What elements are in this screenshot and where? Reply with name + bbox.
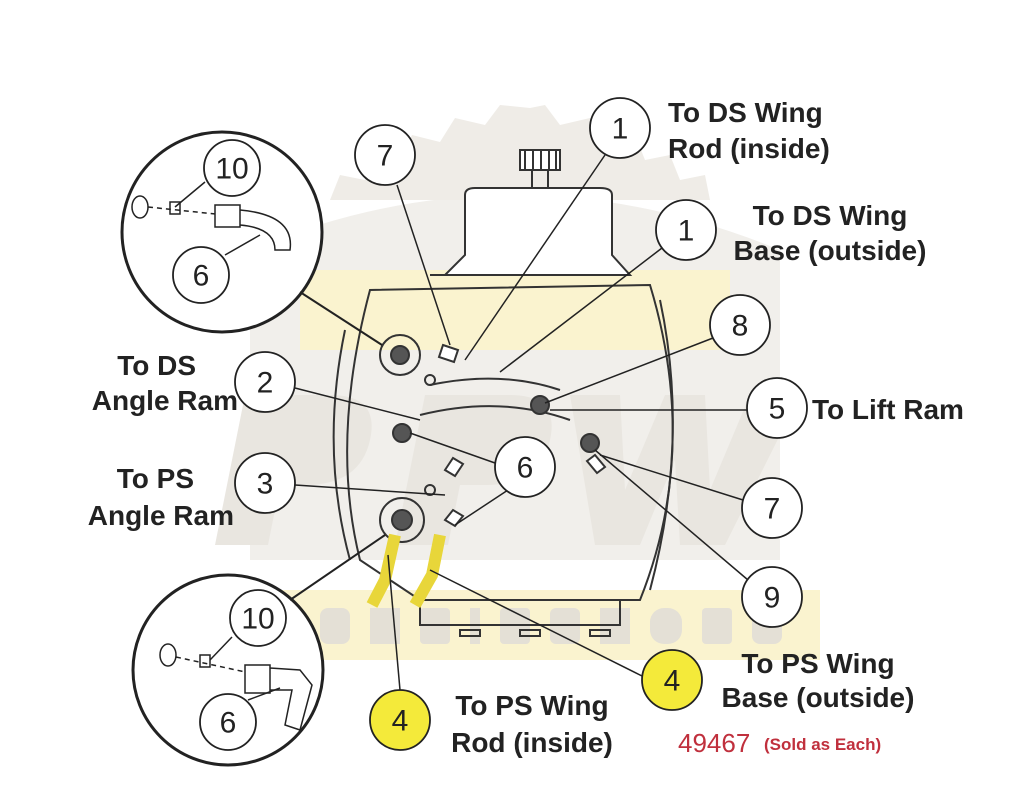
callout-3: 3 [234,452,296,514]
callout-4: 4 [641,649,703,711]
label-ds-angle-ram-2: Angle Ram [92,385,238,416]
callout-number: 6 [220,707,237,740]
callout-number: 7 [377,140,394,173]
label-ps-angle-ram-1: To PS [117,463,194,494]
callout-10: 10 [229,589,287,647]
callout-number: 1 [612,113,629,146]
callout-5: 5 [746,377,808,439]
callout-circle [203,139,261,197]
callout-circle [746,377,808,439]
callout-number: 8 [732,310,749,343]
label-ps-angle-ram-2: Angle Ram [88,500,234,531]
label-ds-wing-base-1: To DS Wing [753,200,908,231]
callout-number: 10 [215,153,248,186]
callout-circle [741,477,803,539]
yellow-hoses [366,533,446,608]
callout-4: 4 [369,689,431,751]
callout-6: 6 [172,246,230,304]
callout-number: 3 [257,468,274,501]
callout-circle [709,294,771,356]
callout-circle [494,436,556,498]
callout-circle [641,649,703,711]
callout-2: 2 [234,351,296,413]
callout-number: 10 [241,603,274,636]
callout-circle [369,689,431,751]
label-lift-ram: To Lift Ram [812,394,964,425]
callout-9: 9 [741,566,803,628]
callout-number: 2 [257,367,274,400]
label-ps-wing-base-1: To PS Wing [741,648,894,679]
callout-circle [172,246,230,304]
callout-circle [199,693,257,751]
callout-number: 1 [678,215,695,248]
leader-lines [174,154,749,701]
callout-7: 7 [741,477,803,539]
callout-circle [741,566,803,628]
callout-circle [655,199,717,261]
callout-number: 9 [764,582,781,615]
callout-number: 5 [769,393,786,426]
label-ds-angle-ram-1: To DS [117,350,196,381]
callout-10: 10 [203,139,261,197]
label-ds-wing-base-2: Base (outside) [734,235,927,266]
label-ps-wing-rod-2: Rod (inside) [451,727,613,758]
part-number: 49467 [678,728,750,758]
callout-6: 6 [494,436,556,498]
callout-7: 7 [354,124,416,186]
callout-circle [234,351,296,413]
callout-circle [229,589,287,647]
callouts: 7 1 1 10 6 8 2 5 6 3 7 9 10 6 4 4 [172,97,808,751]
labels: To DS Wing Rod (inside) To DS Wing Base … [88,97,964,758]
callout-number: 6 [193,260,210,293]
callout-6: 6 [199,693,257,751]
pump-body [332,149,674,637]
callout-number: 4 [392,705,409,738]
callout-1: 1 [589,97,651,159]
callout-circle [589,97,651,159]
callout-circle [234,452,296,514]
callout-number: 4 [664,665,681,698]
callout-circle [354,124,416,186]
callout-number: 6 [517,452,534,485]
callout-8: 8 [709,294,771,356]
label-ds-wing-rod-1: To DS Wing [668,97,823,128]
callout-number: 7 [764,493,781,526]
label-ds-wing-rod-2: Rod (inside) [668,133,830,164]
callout-1: 1 [655,199,717,261]
inset-top [120,130,383,346]
label-ps-wing-rod-1: To PS Wing [455,690,608,721]
sold-as-note: (Sold as Each) [764,735,881,754]
label-ps-wing-base-2: Base (outside) [722,682,915,713]
